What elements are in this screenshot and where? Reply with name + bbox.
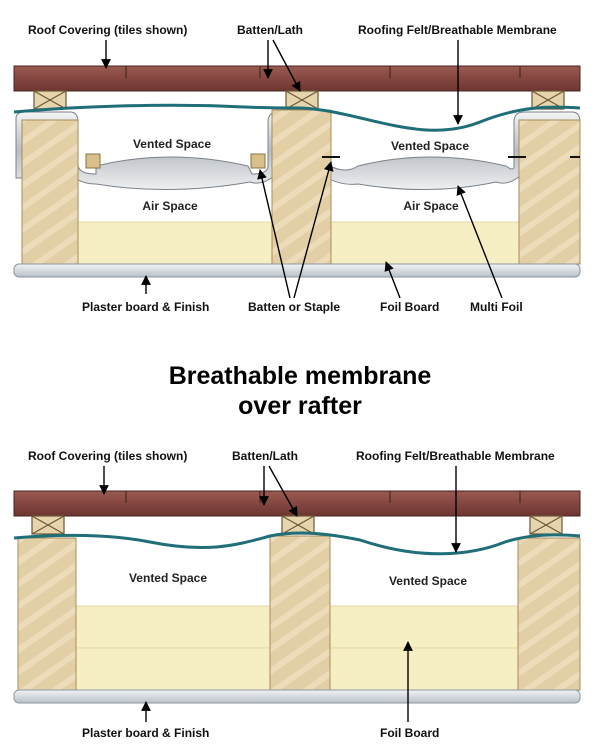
top-battens bbox=[33, 90, 565, 110]
bottom-battens bbox=[31, 515, 563, 535]
top-leader-arrows bbox=[101, 39, 503, 299]
top-foil-board-left bbox=[77, 221, 273, 265]
top-breathable-membrane bbox=[13, 103, 581, 132]
top-label-roofing-felt: Roofing Felt/Breathable Membrane bbox=[358, 23, 557, 37]
top-staple-batten-left bbox=[85, 153, 101, 169]
bottom-vented-space-right: Vented Space bbox=[389, 574, 467, 588]
bottom-plaster-board bbox=[13, 689, 581, 704]
top-multi-foil-right bbox=[323, 111, 581, 190]
top-roof-tiles bbox=[13, 65, 581, 92]
top-label-foil-board: Foil Board bbox=[380, 300, 439, 314]
top-label-batten-or-staple: Batten or Staple bbox=[248, 300, 340, 314]
top-rafters bbox=[21, 109, 581, 265]
bottom-label-foil-board: Foil Board bbox=[380, 726, 439, 740]
bottom-label-roof-covering: Roof Covering (tiles shown) bbox=[28, 449, 187, 463]
bottom-leader-arrows bbox=[99, 465, 461, 722]
top-label-roof-covering: Roof Covering (tiles shown) bbox=[28, 23, 187, 37]
top-diagram: Vented Space Vented Space Air Space Air … bbox=[13, 23, 581, 314]
bottom-rafters bbox=[17, 535, 581, 691]
top-vented-space-left: Vented Space bbox=[133, 137, 211, 151]
diagram-title-line1: Breathable membrane bbox=[169, 362, 432, 390]
top-air-space-left: Air Space bbox=[142, 199, 198, 213]
bottom-foil-board bbox=[75, 605, 519, 691]
bottom-label-plaster-board: Plaster board & Finish bbox=[82, 726, 209, 740]
top-label-plaster-board: Plaster board & Finish bbox=[82, 300, 209, 314]
top-vented-space-right: Vented Space bbox=[391, 139, 469, 153]
top-tile-joints bbox=[125, 66, 521, 78]
bottom-tile-joints bbox=[125, 491, 521, 503]
top-label-multi-foil: Multi Foil bbox=[470, 300, 523, 314]
top-air-space-right: Air Space bbox=[403, 199, 459, 213]
top-staple-batten-mid bbox=[250, 153, 266, 169]
bottom-breathable-membrane bbox=[13, 531, 581, 556]
diagram-title-line2: over rafter bbox=[238, 392, 362, 420]
bottom-roof-tiles bbox=[13, 490, 581, 517]
top-foil-board-right bbox=[330, 221, 520, 265]
bottom-vented-space-left: Vented Space bbox=[129, 571, 207, 585]
top-plaster-board bbox=[13, 263, 581, 278]
bottom-label-batten-lath: Batten/Lath bbox=[232, 449, 298, 463]
bottom-diagram: Vented Space Vented Space Roof Covering … bbox=[13, 449, 581, 740]
bottom-label-roofing-felt: Roofing Felt/Breathable Membrane bbox=[356, 449, 555, 463]
top-label-batten-lath: Batten/Lath bbox=[237, 23, 303, 37]
